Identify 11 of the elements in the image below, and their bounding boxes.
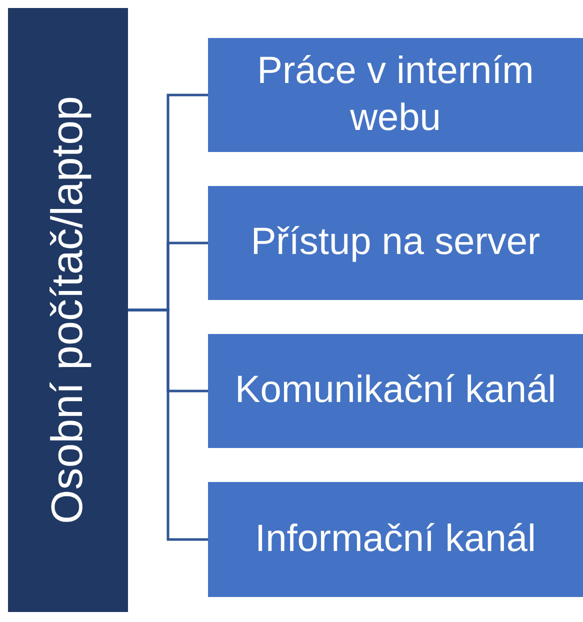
process-box <box>208 482 583 597</box>
process-box <box>208 334 583 448</box>
box-label: Informační kanál <box>254 516 537 562</box>
box-label: Osobní počítač/laptop <box>43 96 93 524</box>
process-box <box>208 38 583 152</box>
sidebar-box <box>8 8 128 612</box>
box-label: Práce v interním webu <box>256 48 535 141</box>
connector-line <box>128 308 208 541</box>
box-label: Přístup na server <box>250 220 542 266</box>
process-box <box>208 186 583 300</box>
box-label: Komunikační kanál <box>234 368 558 414</box>
